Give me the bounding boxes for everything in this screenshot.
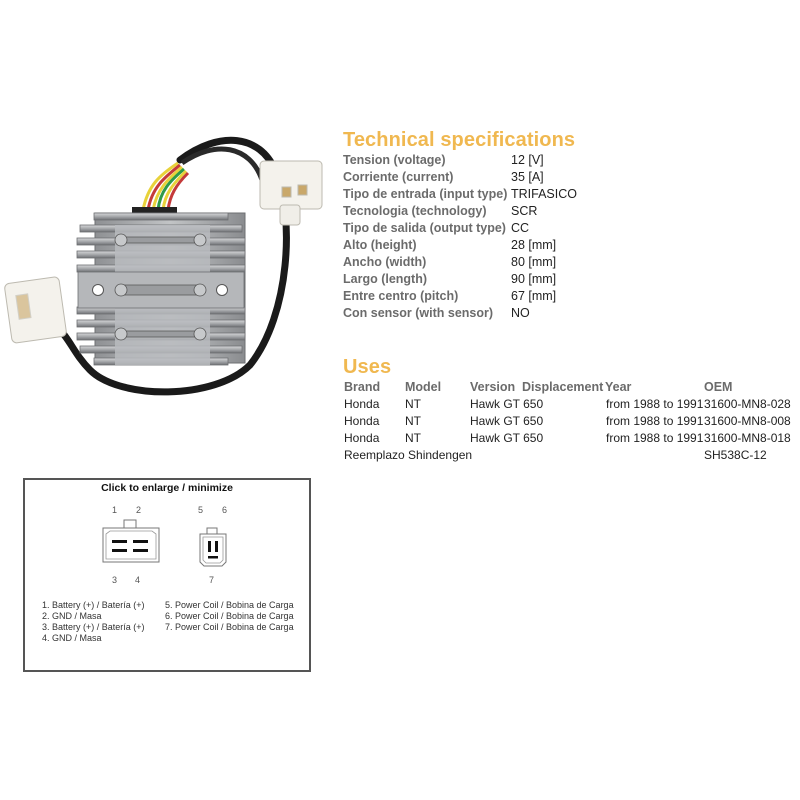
legend-right: 5. Power Coil / Bobina de Carga 6. Power…: [165, 600, 294, 633]
spec-row-current: Corriente (current) 35 [A]: [343, 169, 793, 186]
spec-value: CC: [511, 221, 530, 235]
spec-label: Tension (voltage): [343, 153, 446, 167]
table-row: Honda NT Hawk GT 650 from 1988 to 1991 3…: [343, 430, 798, 447]
spec-value: 28 [mm]: [511, 238, 557, 252]
spec-row-input-type: Tipo de entrada (input type) TRIFASICO: [343, 186, 793, 203]
cell-year: from 1988 to 1991: [606, 414, 704, 428]
legend-item: 2. GND / Masa: [42, 611, 102, 621]
spec-row-voltage: Tension (voltage) 12 [V]: [343, 152, 793, 169]
cell-brand: Honda: [344, 414, 380, 428]
diagram-title: Click to enlarge / minimize: [101, 482, 233, 494]
cell-brand: Honda: [344, 431, 380, 445]
cell-version: Hawk GT 650: [470, 397, 544, 411]
pin-label-6: 6: [222, 505, 228, 515]
cell-oem: 31600-MN8-028: [704, 397, 791, 411]
uses-table: Uses Brand Model Version Displacement Ye…: [343, 355, 798, 464]
cell-year: from 1988 to 1991: [606, 431, 704, 445]
spec-label: Entre centro (pitch): [343, 289, 459, 303]
technical-specifications: Technical specifications Tension (voltag…: [343, 128, 793, 322]
table-header-row: Brand Model Version Displacement Year OE…: [343, 379, 798, 396]
header-version: Version: [470, 380, 516, 394]
cell-model: NT: [405, 414, 421, 428]
spec-label: Con sensor (with sensor): [343, 306, 494, 320]
legend-item: 6. Power Coil / Bobina de Carga: [165, 611, 294, 621]
three-pin-connector-icon: [199, 527, 227, 567]
replacement-value: SH538C-12: [704, 448, 767, 462]
spec-value: NO: [511, 306, 530, 320]
pin-label-4: 4: [135, 575, 141, 585]
cell-oem: 31600-MN8-008: [704, 414, 791, 428]
cell-brand: Honda: [344, 397, 380, 411]
header-displacement: Displacement: [522, 380, 604, 394]
legend-item: 3. Battery (+) / Batería (+): [42, 622, 145, 632]
spec-label: Largo (length): [343, 272, 428, 286]
header-oem: OEM: [704, 380, 733, 394]
header-brand: Brand: [344, 380, 381, 394]
spec-row-sensor: Con sensor (with sensor) NO: [343, 305, 793, 322]
spec-row-technology: Tecnologia (technology) SCR: [343, 203, 793, 220]
spec-value: 80 [mm]: [511, 255, 557, 269]
spec-row-length: Largo (length) 90 [mm]: [343, 271, 793, 288]
spec-value: 35 [A]: [511, 170, 544, 184]
cell-year: from 1988 to 1991: [606, 397, 704, 411]
table-row: Honda NT Hawk GT 650 from 1988 to 1991 3…: [343, 413, 798, 430]
replacement-label: Reemplazo Shindengen: [344, 448, 473, 462]
pin-label-3: 3: [112, 575, 118, 585]
spec-value: 12 [V]: [511, 153, 544, 167]
spec-label: Tecnologia (technology): [343, 204, 487, 218]
spec-value: 90 [mm]: [511, 272, 557, 286]
spec-value: 67 [mm]: [511, 289, 557, 303]
pin-label-2: 2: [136, 505, 142, 515]
table-row: Honda NT Hawk GT 650 from 1988 to 1991 3…: [343, 396, 798, 413]
product-image: [0, 125, 340, 405]
four-pin-connector-icon: [102, 519, 160, 563]
cell-model: NT: [405, 431, 421, 445]
uses-title: Uses: [343, 356, 392, 378]
legend-item: 1. Battery (+) / Batería (+): [42, 600, 145, 610]
cell-version: Hawk GT 650: [470, 431, 544, 445]
wiring-diagram-toggle[interactable]: Click to enlarge / minimize 1 2 5 6 3 4 …: [23, 478, 311, 672]
spec-row-pitch: Entre centro (pitch) 67 [mm]: [343, 288, 793, 305]
replacement-row: Reemplazo Shindengen SH538C-12: [343, 447, 798, 464]
spec-value: SCR: [511, 204, 538, 218]
pin-label-1: 1: [112, 505, 118, 515]
spec-label: Tipo de entrada (input type): [343, 187, 508, 201]
spec-row-output-type: Tipo de salida (output type) CC: [343, 220, 793, 237]
spec-value: TRIFASICO: [511, 187, 577, 201]
spec-label: Tipo de salida (output type): [343, 221, 506, 235]
legend-item: 4. GND / Masa: [42, 633, 102, 643]
spec-row-height: Alto (height) 28 [mm]: [343, 237, 793, 254]
spec-label: Corriente (current): [343, 170, 454, 184]
spec-label: Alto (height): [343, 238, 417, 252]
cell-version: Hawk GT 650: [470, 414, 544, 428]
legend-left: 1. Battery (+) / Batería (+) 2. GND / Ma…: [42, 600, 145, 644]
legend-item: 5. Power Coil / Bobina de Carga: [165, 600, 294, 610]
spec-row-width: Ancho (width) 80 [mm]: [343, 254, 793, 271]
spec-label: Ancho (width): [343, 255, 427, 269]
pin-label-7: 7: [209, 575, 215, 585]
cell-model: NT: [405, 397, 421, 411]
legend-item: 7. Power Coil / Bobina de Carga: [165, 622, 294, 632]
cell-oem: 31600-MN8-018: [704, 431, 791, 445]
header-model: Model: [405, 380, 442, 394]
pin-label-5: 5: [198, 505, 204, 515]
header-year: Year: [605, 380, 632, 394]
specs-title: Technical specifications: [343, 129, 576, 151]
